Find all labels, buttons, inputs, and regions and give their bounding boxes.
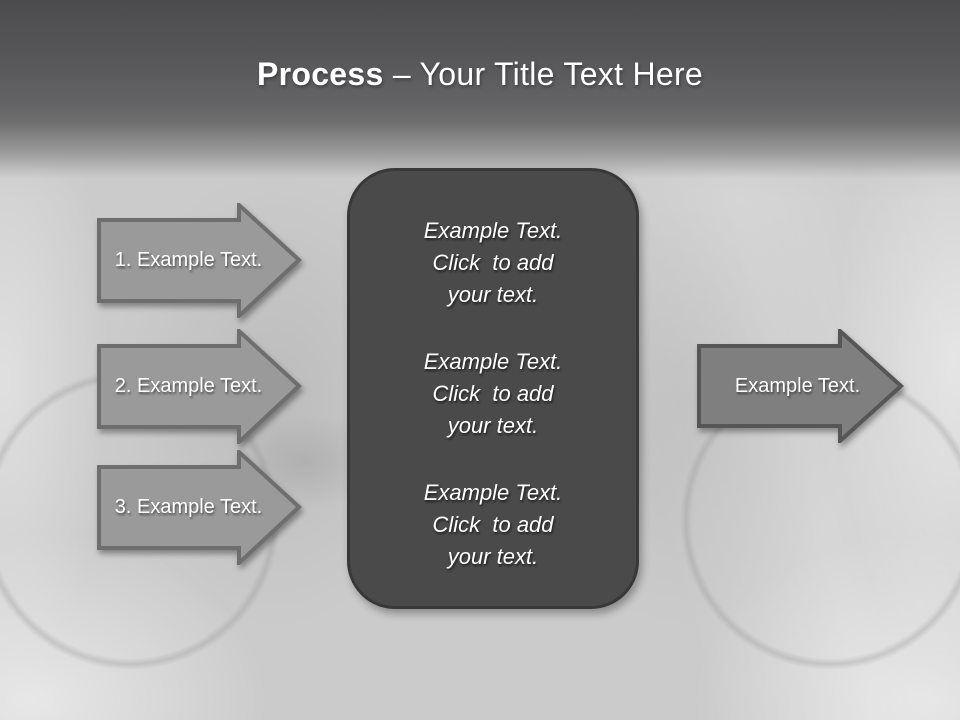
process-arrow-2[interactable]: 2. Example Text. (97, 329, 302, 444)
right-arrow-icon (97, 329, 302, 444)
detail-line: Example Text. (423, 218, 563, 243)
process-arrow-3-label: 3. Example Text. (114, 496, 263, 518)
page-title-rest: Your Title Text Here (419, 56, 704, 92)
detail-line: your text. (447, 544, 539, 569)
right-arrow-icon (697, 329, 904, 443)
detail-line: your text. (447, 282, 539, 307)
output-arrow[interactable]: Example Text. (697, 329, 904, 443)
detail-line: Example Text. (423, 349, 563, 374)
page-title: Process – Your Title Text Here (0, 56, 960, 93)
detail-line: your text. (447, 413, 539, 438)
page-title-separator: – (392, 56, 411, 92)
detail-paragraph-1: Example Text. Click to add your text. (424, 215, 563, 311)
output-arrow-label: Example Text. (734, 374, 861, 397)
detail-line: Click to add (432, 381, 554, 406)
process-arrow-1[interactable]: 1. Example Text. (97, 203, 302, 318)
detail-paragraph-3: Example Text. Click to add your text. (424, 477, 563, 573)
detail-line: Click to add (432, 250, 554, 275)
right-arrow-icon (97, 450, 302, 565)
process-arrow-3[interactable]: 3. Example Text. (97, 450, 302, 565)
detail-line: Example Text. (423, 480, 563, 505)
page-title-bold: Process (256, 56, 384, 92)
process-arrow-2-label: 2. Example Text. (114, 375, 263, 397)
right-arrow-icon (97, 203, 302, 318)
process-detail-box[interactable]: Example Text. Click to add your text. Ex… (347, 168, 639, 609)
process-arrow-1-label: 1. Example Text. (114, 249, 263, 271)
detail-line: Click to add (432, 512, 554, 537)
detail-paragraph-2: Example Text. Click to add your text. (424, 346, 563, 442)
